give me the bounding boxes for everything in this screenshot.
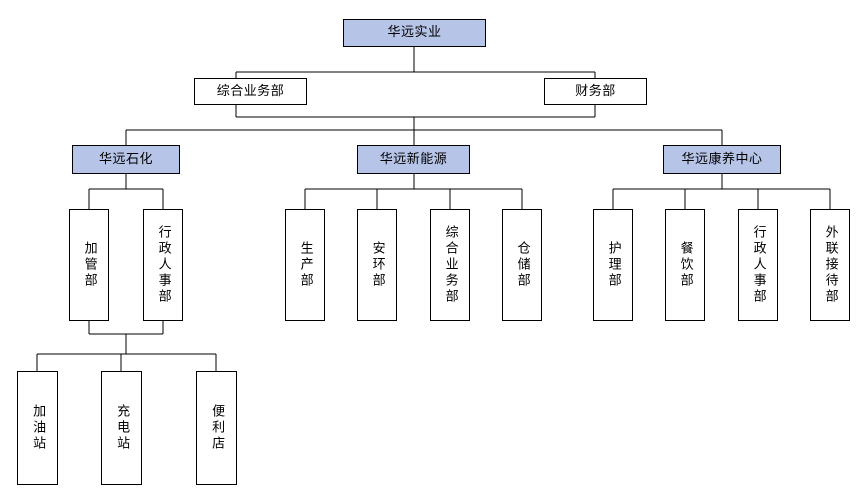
node-label: 加油站	[30, 404, 46, 452]
node-station-management-dept[interactable]: 加管部	[69, 209, 109, 321]
node-huayuan-new-energy[interactable]: 华远新能源	[357, 145, 470, 174]
node-warehousing-dept[interactable]: 仓储部	[502, 209, 542, 321]
node-finance-dept-hq[interactable]: 财务部	[544, 78, 647, 105]
node-root-huayuan-industry[interactable]: 华远实业	[343, 19, 486, 47]
node-convenience-store[interactable]: 便利店	[196, 371, 237, 485]
node-label: 仓储部	[514, 241, 530, 289]
node-liaison-reception-dept[interactable]: 外联接待部	[810, 209, 850, 321]
node-huayuan-health-care-center[interactable]: 华远康养中心	[663, 145, 781, 174]
node-healthcare-admin-hr-dept[interactable]: 行政人事部	[738, 209, 778, 321]
node-petrochem-admin-hr-dept[interactable]: 行政人事部	[143, 209, 183, 321]
node-label: 华远新能源	[379, 151, 448, 167]
node-label: 财务部	[575, 83, 616, 99]
node-label: 餐饮部	[677, 241, 693, 289]
node-safety-environment-dept[interactable]: 安环部	[357, 209, 397, 321]
node-label: 外联接待部	[822, 225, 838, 305]
node-new-energy-general-business-dept[interactable]: 综合业务部	[430, 209, 470, 321]
node-label: 便利店	[209, 404, 225, 452]
node-label: 护理部	[605, 241, 621, 289]
node-label: 综合业务部	[442, 225, 458, 305]
node-nursing-dept[interactable]: 护理部	[593, 209, 633, 321]
node-label: 行政人事部	[155, 225, 171, 305]
node-label: 生产部	[297, 241, 313, 289]
node-huayuan-petrochemical[interactable]: 华远石化	[72, 145, 180, 174]
node-label: 充电站	[114, 404, 130, 452]
node-charging-station[interactable]: 充电站	[101, 371, 142, 485]
node-label: 华远康养中心	[681, 151, 763, 167]
node-production-dept[interactable]: 生产部	[285, 209, 325, 321]
node-label: 加管部	[81, 241, 97, 289]
node-catering-dept[interactable]: 餐饮部	[665, 209, 705, 321]
node-label: 华远实业	[387, 25, 442, 41]
node-gas-station[interactable]: 加油站	[17, 371, 58, 485]
node-general-business-dept-hq[interactable]: 综合业务部	[194, 78, 307, 105]
node-label: 安环部	[369, 241, 385, 289]
node-label: 综合业务部	[216, 83, 285, 99]
node-label: 华远石化	[98, 151, 153, 167]
node-label: 行政人事部	[750, 225, 766, 305]
